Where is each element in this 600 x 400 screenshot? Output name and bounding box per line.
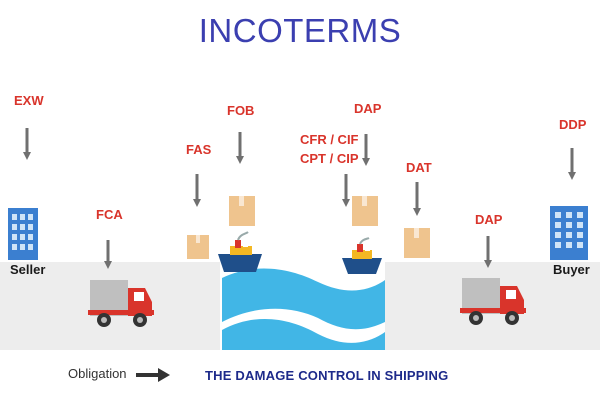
- buyer-label: Buyer: [553, 262, 590, 277]
- term-fob: FOB: [227, 103, 255, 118]
- term-dap-top: DAP: [354, 101, 382, 116]
- cargo-box-icon: [404, 228, 430, 258]
- obligation-arrow-icon: [136, 368, 170, 382]
- caption: THE DAMAGE CONTROL IN SHIPPING: [205, 368, 449, 383]
- term-dap-right: DAP: [475, 212, 503, 227]
- term-dat: DAT: [406, 160, 432, 175]
- term-fca: FCA: [96, 207, 123, 222]
- term-exw: EXW: [14, 93, 44, 108]
- truck-icon: [88, 280, 154, 327]
- truck-icon: [460, 278, 526, 325]
- ship-icon: [342, 237, 382, 274]
- diagram-title: INCOTERMS: [198, 12, 402, 49]
- ship-icon: [218, 231, 262, 272]
- seller-building-icon: [8, 208, 38, 260]
- cargo-box-icon: [229, 196, 255, 226]
- cargo-box-icon: [187, 235, 209, 259]
- seller-label: Seller: [10, 262, 46, 277]
- obligation-label: Obligation: [68, 366, 127, 381]
- term-ddp: DDP: [559, 117, 587, 132]
- term-cfr-cif: CFR / CIF: [300, 132, 359, 147]
- buyer-building-icon: [550, 206, 588, 260]
- term-cpt-cip: CPT / CIP: [300, 151, 359, 166]
- term-fas: FAS: [186, 142, 212, 157]
- cargo-box-icon: [352, 196, 378, 226]
- sea-waves: [222, 268, 385, 350]
